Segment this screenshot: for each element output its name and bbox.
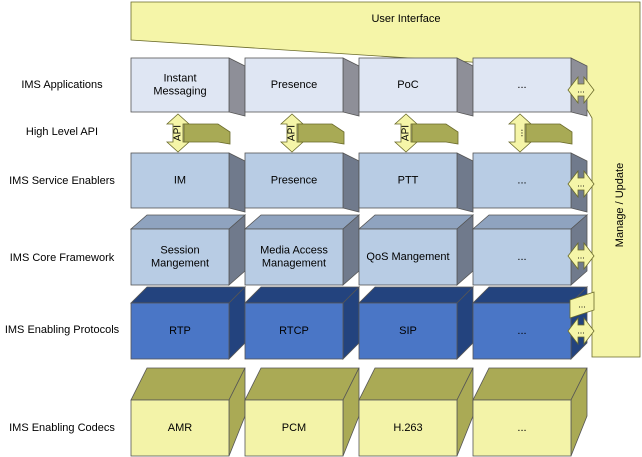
row3-box2 xyxy=(358,228,458,286)
row5-box2-top xyxy=(358,367,474,401)
row2-box0-label: IM xyxy=(174,174,186,186)
row5-box1-top xyxy=(244,367,360,401)
side-arrow-shape-2 xyxy=(567,241,595,271)
row5-box3-label: ... xyxy=(517,422,526,434)
side-arrow-shape-0 xyxy=(567,75,595,105)
row0-box0-label: Messaging xyxy=(153,85,206,97)
side-arrow-4: ... xyxy=(569,291,595,319)
row2-box0-side xyxy=(228,152,246,213)
api-arrow-body-1 xyxy=(297,123,345,145)
row3-box0-top xyxy=(129,214,247,230)
row0-box2-label: PoC xyxy=(397,79,418,91)
api-label-3: ... xyxy=(515,129,526,137)
row0-box3 xyxy=(472,57,572,113)
row0-box1 xyxy=(244,57,344,113)
layer-label-2: IMS Service Enablers xyxy=(9,175,115,187)
row3-box0 xyxy=(130,228,230,286)
row3-box0-label: Mangement xyxy=(151,257,209,269)
row4-box1-label: RTCP xyxy=(279,325,309,337)
api-arrow-2: API xyxy=(393,113,459,153)
row0-box0-label: Instant xyxy=(163,72,196,84)
row3-box1-label: Management xyxy=(262,257,326,269)
side-arrow-shape-3 xyxy=(567,316,595,346)
row4-box3 xyxy=(472,302,572,360)
row3-box1-label: Media Access xyxy=(260,244,328,256)
row5-box3 xyxy=(472,399,572,457)
row4-box2 xyxy=(358,302,458,360)
api-label-2: API xyxy=(401,125,412,141)
side-arrow-1: ... xyxy=(567,169,595,199)
side-arrow-label-4: ... xyxy=(578,299,586,309)
manage-update-label: Manage / Update xyxy=(614,163,626,247)
row2-box0 xyxy=(130,152,230,209)
row4-box0-top xyxy=(130,286,246,304)
side-arrow-label-1: ... xyxy=(577,178,585,188)
row4-box1-top xyxy=(244,286,360,304)
api-arrow-body-2 xyxy=(411,123,459,145)
row2-box1 xyxy=(244,152,344,209)
row4-box1 xyxy=(244,302,344,360)
row2-box2-label: PTT xyxy=(398,174,419,186)
api-arrow-body-3 xyxy=(525,123,573,145)
row5-box1 xyxy=(244,399,344,457)
row3-box3-top xyxy=(471,214,589,230)
side-arrow-shape-1 xyxy=(567,169,595,199)
row3-box1 xyxy=(244,228,344,286)
row5-box2-label: H.263 xyxy=(393,422,422,434)
row4-box0-label: RTP xyxy=(169,325,191,337)
row5-box2 xyxy=(358,399,458,457)
row0-box1-label: Presence xyxy=(271,79,317,91)
layer-label-3: IMS Core Framework xyxy=(10,252,115,264)
side-arrow-label-3: ... xyxy=(577,325,585,335)
api-arrow-3: ... xyxy=(507,113,573,153)
row2-box1-side xyxy=(342,152,360,213)
row5-box0 xyxy=(130,399,230,457)
row3-box0-label: Session xyxy=(160,244,199,256)
api-arrow-1: API xyxy=(279,113,345,153)
row4-box0 xyxy=(130,302,230,360)
side-arrow-2: ... xyxy=(567,241,595,271)
row4-box2-label: SIP xyxy=(399,325,417,337)
row0-box2 xyxy=(358,57,458,113)
row3-box2-top xyxy=(357,214,475,230)
side-arrow-label-0: ... xyxy=(577,84,585,94)
row3-box2-label: QoS Mangement xyxy=(366,251,449,263)
row4-box2-top xyxy=(358,286,474,304)
row0-box2-side xyxy=(456,57,474,117)
layer-label-5: IMS Enabling Codecs xyxy=(9,422,115,434)
layer-label-0: IMS Applications xyxy=(21,79,103,91)
api-arrow-0: API xyxy=(165,113,231,153)
row4-box3-label: ... xyxy=(517,325,526,337)
row0-box3-label: ... xyxy=(517,79,526,91)
row5-box0-label: AMR xyxy=(168,422,193,434)
row0-box0 xyxy=(130,57,230,113)
row3-box3 xyxy=(472,228,572,286)
user-interface-label: User Interface xyxy=(371,13,440,25)
row2-box2-side xyxy=(456,152,474,213)
row5-box1-label: PCM xyxy=(282,422,306,434)
side-arrow-3: ... xyxy=(567,316,595,346)
row2-box3 xyxy=(472,152,572,209)
api-label-1: API xyxy=(287,125,298,141)
row0-box0-side xyxy=(228,57,246,117)
ui-frame xyxy=(130,1,641,358)
api-label-0: API xyxy=(173,125,184,141)
side-arrow-shape-4 xyxy=(569,291,595,319)
row3-box3-label: ... xyxy=(517,251,526,263)
row2-box3-label: ... xyxy=(517,174,526,186)
side-arrow-label-2: ... xyxy=(577,250,585,260)
row5-box0-top xyxy=(130,367,246,401)
row0-box1-side xyxy=(342,57,360,117)
side-arrow-0: ... xyxy=(567,75,595,105)
row2-box2 xyxy=(358,152,458,209)
api-arrow-body-0 xyxy=(183,123,231,145)
layer-label-1: High Level API xyxy=(26,126,98,138)
layer-label-4: IMS Enabling Protocols xyxy=(5,324,120,336)
row5-box3-top xyxy=(472,367,588,401)
row2-box1-label: Presence xyxy=(271,174,317,186)
row3-box1-top xyxy=(243,214,361,230)
